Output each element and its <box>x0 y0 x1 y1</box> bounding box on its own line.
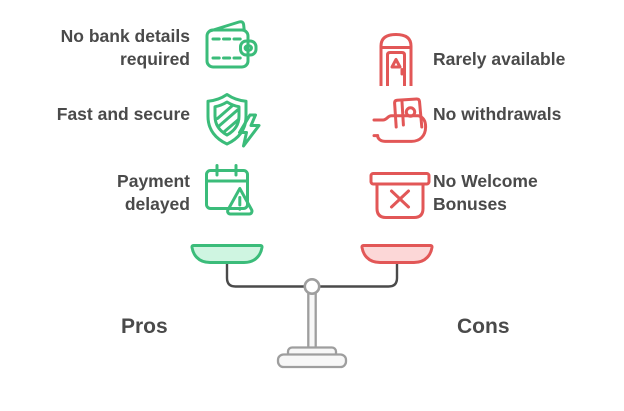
pros-item-label-fast-secure: Fast and secure <box>56 104 190 124</box>
hand-holding-money-icon <box>372 97 428 143</box>
scale-base-bottom <box>276 353 348 369</box>
shield-lightning-icon <box>206 93 261 148</box>
cons-item-label-rarely-available: Rarely available <box>433 49 566 69</box>
calendar-warning-icon <box>205 164 254 216</box>
pros-item-label-payment-delayed: Payment delayed <box>117 171 190 214</box>
balance-scale <box>190 244 434 369</box>
cons-item-label-no-withdrawals: No withdrawals <box>433 104 562 124</box>
pros-pan <box>190 244 264 264</box>
pros-item-label-bank-details: No bank details required <box>60 26 190 69</box>
wallet-icon <box>205 20 258 69</box>
cons-pan <box>360 244 434 264</box>
phone-booth-icon <box>379 33 413 86</box>
cons-label: Cons <box>457 315 510 338</box>
scale-pivot <box>303 277 321 295</box>
pros-label: Pros <box>121 315 168 338</box>
crossed-box-icon <box>369 172 431 219</box>
cons-item-label-no-welcome-bonuses: No Welcome Bonuses <box>433 171 538 214</box>
scale-post <box>307 290 317 352</box>
